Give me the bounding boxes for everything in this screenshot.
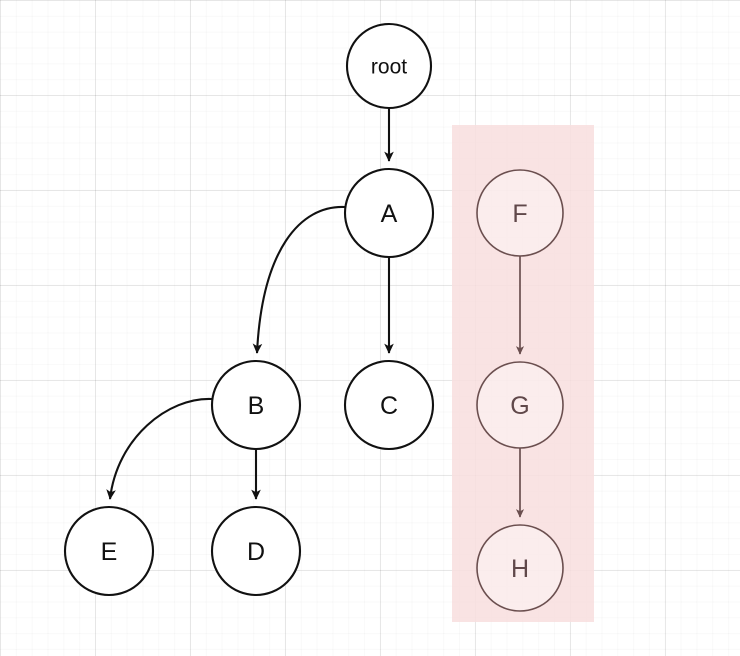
node-g-circle[interactable] <box>476 361 564 449</box>
node-h-label: H <box>511 555 529 583</box>
node-f-circle[interactable] <box>476 169 564 257</box>
node-root-label: root <box>371 56 407 79</box>
subtree-highlight-region <box>452 125 594 622</box>
edge-b-to-e <box>106 397 213 500</box>
node-h-circle[interactable] <box>476 524 564 612</box>
node-c-label: C <box>380 392 398 420</box>
node-f[interactable]: F <box>476 169 564 257</box>
node-c-circle[interactable] <box>343 359 435 451</box>
edge-layer <box>106 108 525 518</box>
node-e-label: E <box>101 538 118 566</box>
node-a[interactable]: A <box>343 167 435 259</box>
node-a-circle[interactable] <box>343 167 435 259</box>
node-b-label: B <box>248 392 265 420</box>
node-d-label: D <box>247 538 265 566</box>
node-f-label: F <box>512 200 527 228</box>
node-layer: root A B C D E <box>63 22 564 612</box>
edge-a-to-b <box>252 205 346 354</box>
node-c[interactable]: C <box>343 359 435 451</box>
node-b[interactable]: B <box>210 359 302 451</box>
node-g-label: G <box>510 392 529 420</box>
node-h[interactable]: H <box>476 524 564 612</box>
node-root-circle[interactable] <box>345 22 433 110</box>
node-e-circle[interactable] <box>63 505 155 597</box>
node-e[interactable]: E <box>63 505 155 597</box>
node-d[interactable]: D <box>210 505 302 597</box>
node-g[interactable]: G <box>476 361 564 449</box>
node-b-circle[interactable] <box>210 359 302 451</box>
node-d-circle[interactable] <box>210 505 302 597</box>
node-a-label: A <box>381 200 398 228</box>
node-root[interactable]: root <box>345 22 433 110</box>
